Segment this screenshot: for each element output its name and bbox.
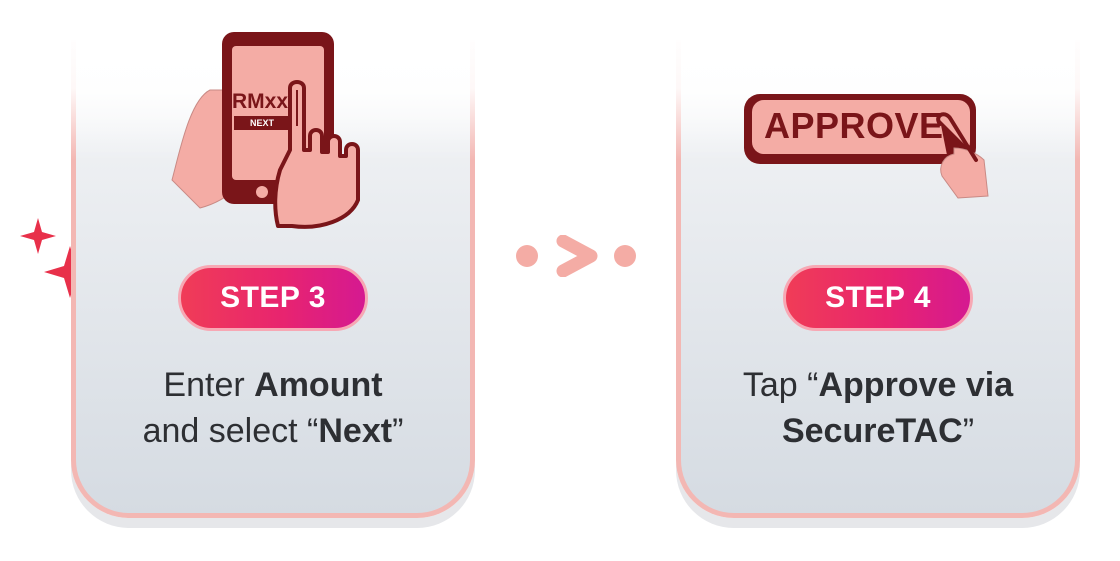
step-4-description: Tap “Approve via SecureTAC” bbox=[742, 366, 1014, 450]
step-3-card: STEP 3 Enter Amount and select “Next” bbox=[65, 30, 481, 518]
step-3-description: Enter Amount and select “Next” bbox=[142, 366, 404, 450]
step-4-badge: STEP 4 bbox=[783, 265, 973, 331]
phone-next-button: NEXT bbox=[249, 118, 274, 128]
phone-hand-icon: RMxx NEXT bbox=[170, 30, 380, 230]
approve-label: APPROVE bbox=[764, 105, 944, 146]
step-3-badge: STEP 3 bbox=[178, 265, 368, 331]
sparkle-icon bbox=[20, 218, 96, 298]
phone-amount: RMxx bbox=[232, 90, 289, 113]
approve-tap-icon: APPROVE bbox=[744, 94, 994, 204]
arrow-right-icon bbox=[516, 235, 636, 277]
